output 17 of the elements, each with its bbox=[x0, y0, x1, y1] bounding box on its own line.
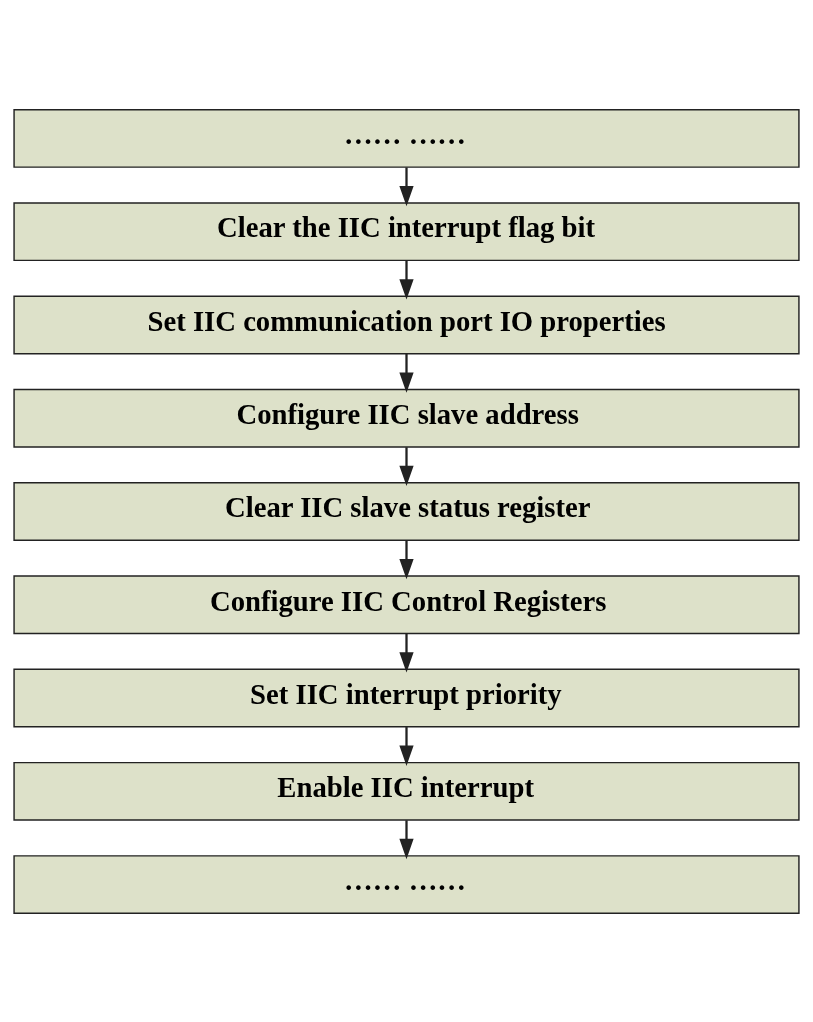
arrow bbox=[399, 633, 414, 673]
arrow bbox=[399, 819, 414, 859]
node-box: …… …… bbox=[13, 854, 800, 914]
node-box: Set IIC interrupt priority bbox=[13, 668, 800, 727]
arrow bbox=[399, 540, 414, 579]
node-box: Set IIC communication port IO properties bbox=[13, 295, 800, 354]
node-box: …… …… bbox=[13, 108, 800, 168]
arrow bbox=[399, 446, 414, 486]
node-box: Configure IIC Control Registers bbox=[13, 574, 800, 634]
node-box: Clear the IIC interrupt flag bit bbox=[13, 201, 800, 261]
node-box: Enable IIC interrupt bbox=[13, 761, 800, 821]
node-box: Clear IIC slave status register bbox=[13, 481, 800, 541]
node-box: Configure IIC slave address bbox=[13, 388, 800, 448]
arrow bbox=[399, 260, 414, 300]
arrow bbox=[399, 353, 414, 393]
arrow bbox=[399, 726, 414, 766]
arrow bbox=[399, 167, 414, 206]
